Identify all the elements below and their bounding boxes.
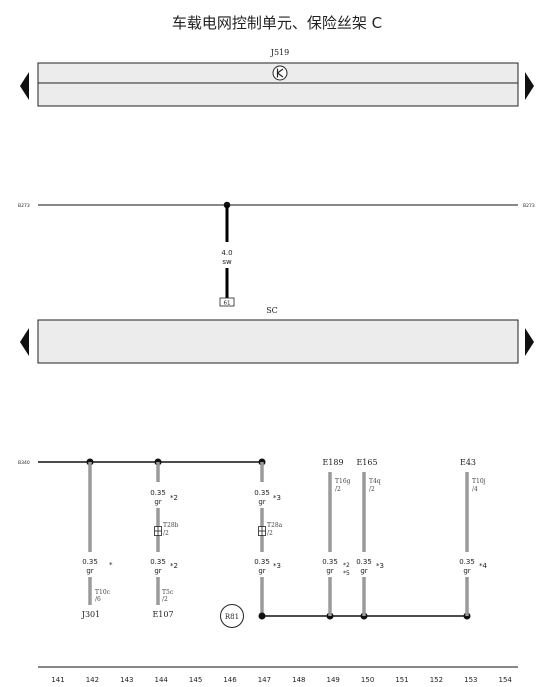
wire-size: 0.35 [150, 489, 166, 497]
connector-pin: /2 [162, 596, 168, 603]
grid-number-150: 150 [361, 676, 374, 684]
wire-color: gr [154, 567, 161, 575]
wire-size: 0.35 [150, 558, 166, 566]
connector-label: T16g [335, 478, 351, 485]
wire-note-secondary: *5 [343, 570, 350, 577]
plug-pin: /2 [163, 530, 169, 537]
grid-number-154: 154 [499, 676, 513, 684]
branch-e43: E43 T10j /4 0.35 gr *4 [459, 458, 488, 616]
relay-coil-icon [272, 65, 288, 81]
plug-label: T28b [163, 522, 179, 529]
branch-e107: 0.35 gr *2 T28b /2 0.35 gr *2 T5c /2 E10… [150, 462, 179, 619]
fuse-holder-sc: SC [20, 306, 534, 364]
r81-circle [220, 604, 244, 628]
arrow-left-icon [20, 72, 29, 100]
sc-band [37, 319, 519, 364]
bus-label-right: B273 [523, 203, 535, 209]
wire-color: gr [258, 498, 265, 506]
connector-label: T5c [162, 589, 174, 596]
component-e165: E165 [356, 458, 377, 467]
arrow-right-icon [525, 328, 534, 356]
connector-label: T10j [472, 478, 486, 485]
wire-note: *4 [479, 562, 488, 570]
wire-color: gr [86, 567, 93, 575]
branch-e189: E189 T16g /2 0.35 gr *2 *5 [322, 458, 351, 616]
plug-pin: /2 [267, 530, 273, 537]
wire-color: gr [360, 567, 367, 575]
j519-label: J519 [270, 48, 289, 57]
wire-note: *3 [376, 562, 384, 570]
wire-size: 0.35 [356, 558, 372, 566]
terminal-61-box [219, 297, 235, 307]
plug-label: T28a [267, 522, 283, 529]
connector-pin: /4 [472, 486, 478, 493]
branch-mid: 0.35 gr *3 T28a /2 0.35 gr *3 [254, 462, 283, 616]
grid-number-147: 147 [258, 676, 271, 684]
grid-number-153: 153 [464, 676, 477, 684]
wire-size: 0.35 [254, 489, 270, 497]
grid-number-151: 151 [395, 676, 408, 684]
control-unit-j519: J519 [20, 48, 534, 107]
plug-connector-icon [258, 526, 266, 536]
branch-j301: 0.35 gr * T10c /6 J301 [81, 462, 113, 619]
r81-label: R81 [225, 613, 239, 621]
wire-color: gr [326, 567, 333, 575]
grid-numbers: 141 142 143 144 145 146 147 148 149 150 151 152 153 1… [51, 676, 512, 684]
grid-ruler: 141 142 143 144 145 146 147 148 149 150 151 152 153 1… [38, 666, 518, 684]
grid-number-141: 141 [51, 676, 64, 684]
wire-size: 0.35 [322, 558, 338, 566]
page-title: 车载电网控制单元、保险丝架 C [171, 14, 383, 32]
arrow-left-icon [20, 328, 29, 356]
ground-point-r81: R81 [220, 604, 244, 628]
wire-size: 0.35 [254, 558, 270, 566]
wire-size: 0.35 [82, 558, 98, 566]
j519-band [37, 62, 519, 107]
connector-pin: /2 [369, 486, 375, 493]
bus-label-left: B273 [18, 203, 30, 209]
grid-number-152: 152 [430, 676, 443, 684]
main-wire-color: sw [222, 258, 232, 266]
sc-label: SC [266, 306, 278, 315]
connector-pin: /2 [335, 486, 341, 493]
wire-note: *3 [273, 562, 281, 570]
wire-color: gr [258, 567, 265, 575]
arrow-right-icon [525, 72, 534, 100]
terminal-61-label: 61 [224, 301, 231, 307]
component-e43: E43 [460, 458, 476, 467]
grid-number-144: 144 [155, 676, 169, 684]
component-j301: J301 [81, 610, 100, 619]
grid-number-146: 146 [223, 676, 237, 684]
bus-line-b340: B340 [18, 458, 266, 466]
grid-number-149: 149 [327, 676, 340, 684]
wire-color: gr [463, 567, 470, 575]
connector-label: T4q [369, 478, 381, 485]
wire-note: *2 [170, 562, 178, 570]
connector-label: T10c [95, 589, 111, 596]
wire-note: * [109, 561, 113, 569]
component-e189: E189 [322, 458, 343, 467]
branch-e165: E165 T4q /2 0.35 gr *3 [356, 458, 384, 616]
grid-number-148: 148 [292, 676, 305, 684]
component-e107: E107 [152, 610, 173, 619]
bus-line-b273: B273 B273 [18, 201, 535, 209]
wire-note: *3 [273, 494, 281, 502]
junction-dot [258, 612, 266, 620]
bus-label-b340: B340 [18, 460, 30, 466]
grid-number-142: 142 [86, 676, 99, 684]
connector-pin: /6 [95, 596, 101, 603]
main-wire-size: 4.0 [221, 249, 232, 257]
plug-connector-icon [154, 526, 162, 536]
grid-number-143: 143 [120, 676, 133, 684]
wire-size: 0.35 [459, 558, 475, 566]
wire-note: *2 [170, 494, 178, 502]
wire-note: *2 [343, 562, 350, 569]
wire-color: gr [154, 498, 161, 506]
grid-number-145: 145 [189, 676, 202, 684]
main-wire-4-0-sw: 4.0 sw 61 [219, 205, 235, 307]
